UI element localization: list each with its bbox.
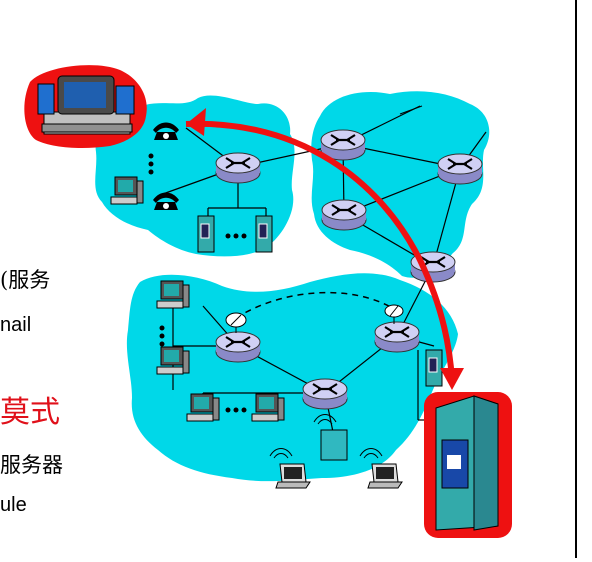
wireless-icon — [269, 448, 293, 459]
cloud-left — [95, 95, 295, 257]
server-icon — [425, 349, 443, 387]
right-border-line — [575, 0, 577, 558]
router-icon — [436, 152, 484, 186]
cloud-bottom — [126, 273, 458, 482]
desktop-computer-icon — [156, 346, 190, 375]
satellite-dish-icon — [384, 304, 404, 324]
router-icon — [373, 320, 421, 354]
router-icon — [214, 151, 262, 185]
satellite-dish-icon — [225, 312, 247, 333]
desktop-computer-icon — [186, 393, 220, 422]
cloud-right-top — [311, 91, 490, 278]
router-icon — [320, 198, 368, 232]
text-fragment-service: (服务 — [0, 268, 51, 292]
laptop-icon — [275, 463, 311, 489]
text-fragment-email: nail — [0, 314, 32, 336]
client-host-highlighted — [24, 65, 147, 148]
text-fragment-module: ule — [0, 494, 27, 516]
server-host-highlighted — [424, 392, 512, 538]
wireless-link — [235, 291, 397, 319]
laptop-icon — [367, 463, 403, 489]
router-icon — [214, 330, 262, 364]
wireless-icon — [359, 448, 383, 459]
text-fragment-server: 服务器 — [0, 453, 63, 477]
server-icon — [255, 215, 273, 253]
request-reply-arrow — [185, 108, 464, 390]
desktop-computer-icon — [251, 393, 285, 422]
router-icon — [301, 377, 349, 411]
text-fragment-mode: 莫式 — [0, 395, 60, 430]
server-icon — [197, 215, 215, 253]
wireless-icon — [313, 414, 348, 461]
connector-dots — [148, 153, 247, 413]
desktop-computer-icon — [156, 280, 190, 309]
desktop-computer-icon — [110, 176, 144, 205]
